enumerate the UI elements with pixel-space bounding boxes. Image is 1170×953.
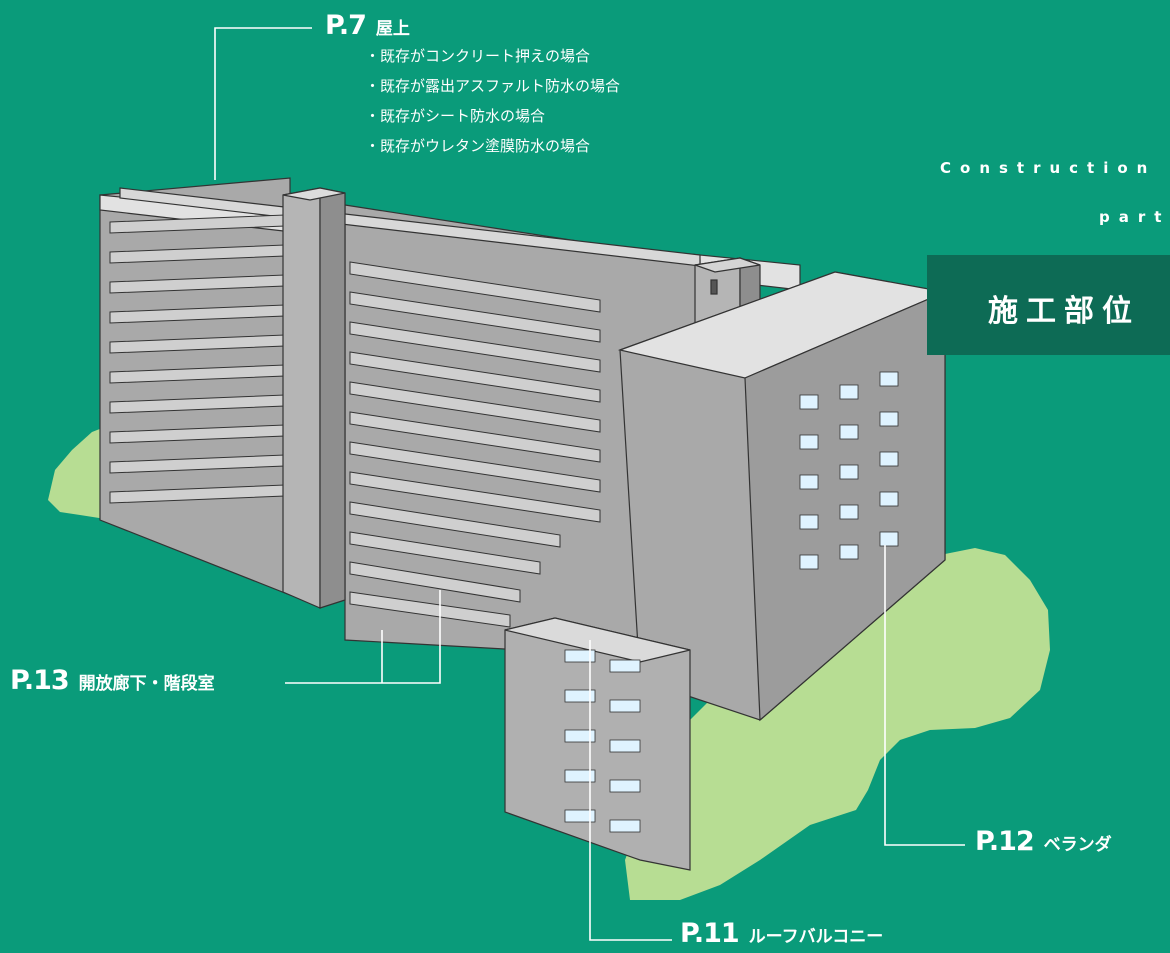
- roof-item: ・既存がウレタン塗膜防水の場合: [365, 137, 591, 155]
- stair-shaft: [282, 187, 346, 609]
- right-wing-windows: [799, 371, 899, 570]
- lower-block-windows: [564, 649, 641, 833]
- label-roof-name: 屋上: [375, 19, 410, 39]
- label-corridor-name: 開放廊下・階段室: [78, 674, 215, 694]
- roof-item: ・既存が露出アスファルト防水の場合: [365, 77, 621, 95]
- roof-item: ・既存がシート防水の場合: [365, 107, 546, 125]
- label-veranda: P.12 ベランダ: [975, 826, 1112, 857]
- trees: [48, 425, 1050, 900]
- label-balcony-name: ルーフバルコニー: [748, 927, 884, 947]
- leader-corridor: [285, 590, 441, 684]
- leader-roof: [214, 27, 312, 180]
- leader-lines: [214, 27, 965, 941]
- label-corridor: P.13 開放廊下・階段室: [10, 665, 215, 696]
- label-roof: P.7 屋上: [325, 10, 410, 41]
- heading-title: 施工部位: [988, 294, 1140, 329]
- floor-bands: [109, 214, 601, 628]
- label-corridor-page: P.13: [10, 665, 70, 696]
- roof-item: ・既存がコンクリート押えの場合: [365, 47, 591, 65]
- tree-left: [48, 425, 112, 520]
- tree-right: [625, 548, 1050, 900]
- leader-veranda: [884, 545, 965, 846]
- heading-en-line2: part: [1099, 208, 1170, 226]
- label-veranda-page: P.12: [975, 826, 1035, 857]
- lower-block: [504, 617, 691, 871]
- label-roof-page: P.7: [325, 10, 367, 41]
- heading-en-line1: Construction: [940, 159, 1157, 177]
- label-veranda-name: ベランダ: [1043, 835, 1112, 855]
- label-balcony-page: P.11: [680, 918, 740, 949]
- heading-box: [927, 255, 1170, 355]
- leader-balcony: [589, 640, 672, 941]
- label-balcony: P.11 ルーフバルコニー: [680, 918, 883, 949]
